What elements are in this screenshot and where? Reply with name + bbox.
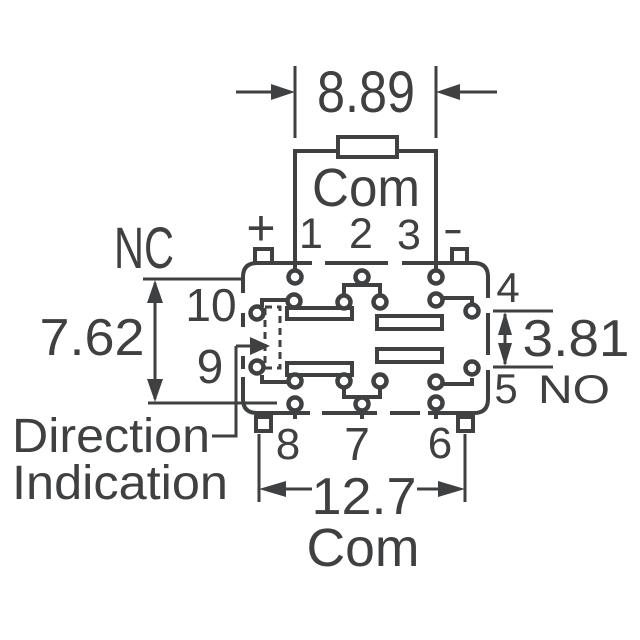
pin6-contact — [427, 394, 445, 412]
contact-point — [427, 373, 445, 391]
pin-label-2: 2 — [349, 210, 373, 258]
pin2-contact — [353, 268, 371, 286]
dim-right-pitch — [493, 309, 553, 369]
contact-point — [371, 372, 389, 390]
contact-points — [248, 268, 481, 413]
body-corner-bottom-left — [241, 398, 258, 415]
pin1-contact — [286, 268, 304, 286]
pin-label-7: 7 — [344, 418, 370, 470]
arrowhead-down-icon — [498, 343, 512, 366]
pin-label-3: 3 — [397, 211, 421, 259]
com-top-label: Com — [312, 158, 420, 218]
arrowhead-up-icon — [147, 280, 163, 303]
contact-bridge-top — [342, 283, 382, 296]
contact-point — [427, 291, 445, 309]
dim-left-pitch — [143, 277, 277, 405]
pin-label-8: 8 — [276, 420, 300, 469]
coil-plus-mark: + — [246, 200, 275, 256]
contact-point — [371, 293, 389, 311]
com-top-loop — [293, 135, 438, 271]
lead-pin9 — [260, 375, 288, 384]
coil-minus-mark: − — [444, 205, 462, 257]
pin10-contact — [248, 304, 266, 322]
contact-bar-lower-right — [375, 347, 444, 364]
pin-label-5: 5 — [494, 365, 517, 412]
pin-label-4: 4 — [496, 264, 519, 311]
dim-bottom-width-value: 12.7 — [312, 468, 417, 526]
pin-label-9: 9 — [197, 341, 224, 394]
case-tab-top-left — [253, 247, 274, 265]
com-loop-element — [336, 135, 399, 159]
lead-pin10 — [260, 298, 288, 307]
pin8-contact — [286, 395, 304, 413]
pin5-contact — [463, 359, 481, 377]
contact-point — [286, 372, 304, 390]
arrowhead-up-icon — [498, 312, 512, 335]
dim-bottom-width — [257, 434, 467, 502]
body-corner-bottom-right — [473, 398, 490, 415]
case-tab-bottom-left — [254, 415, 273, 433]
body-corner-top-left — [241, 261, 258, 278]
dim-top-width-value: 8.89 — [317, 60, 415, 125]
dim-top-width — [236, 66, 497, 138]
case-tabs — [253, 247, 475, 433]
case-tab-bottom-right — [456, 415, 475, 433]
direction-note-line2: Indication — [12, 457, 228, 510]
arrowhead-left-icon — [259, 481, 286, 497]
contact-point — [335, 293, 353, 311]
arrowhead-right-icon — [271, 84, 295, 100]
pin-label-10: 10 — [185, 279, 236, 331]
pin-label-1: 1 — [299, 210, 323, 258]
direction-arrowhead-icon — [250, 337, 270, 355]
contact-bar-upper-left — [285, 306, 354, 321]
no-label: NO — [538, 368, 610, 412]
dim-right-pitch-value: 3.81 — [523, 310, 630, 368]
contact-bar-upper-right — [375, 314, 444, 331]
direction-indicator-box — [263, 305, 282, 370]
pin7-contact — [353, 395, 371, 413]
dim-left-pitch-value: 7.62 — [40, 309, 145, 367]
pin-label-6: 6 — [428, 419, 452, 468]
direction-leader-line — [212, 346, 238, 438]
direction-indicator — [212, 305, 282, 438]
contact-point — [335, 372, 353, 390]
pin4-contact — [463, 302, 481, 320]
arrowhead-right-icon — [438, 481, 465, 497]
contact-point — [285, 292, 303, 310]
lead-pin4 — [442, 296, 474, 304]
pin9-contact — [248, 358, 266, 376]
arrowhead-down-icon — [147, 379, 163, 402]
direction-note-line1: Direction — [12, 410, 210, 463]
body-corner-top-right — [473, 261, 490, 278]
contact-bar-lower-left — [285, 361, 354, 377]
contact-bars — [285, 306, 444, 377]
com-bottom-label: Com — [307, 518, 420, 578]
arrowhead-left-icon — [436, 84, 460, 100]
lead-pin5 — [442, 378, 474, 386]
nc-label: NC — [114, 216, 174, 281]
pin3-contact — [427, 268, 445, 286]
case-tab-top-right — [450, 247, 469, 265]
